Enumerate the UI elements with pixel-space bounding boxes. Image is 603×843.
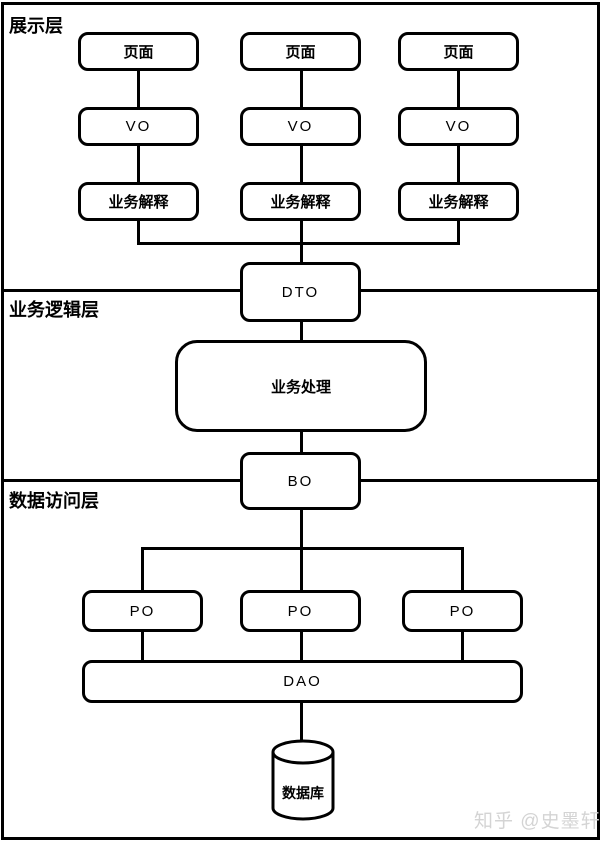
- connector-interpret-branch-1: [137, 220, 140, 245]
- connector-interpret-branch-3: [457, 220, 460, 245]
- node-vo-2: VO: [240, 107, 361, 146]
- node-page-1: 页面: [78, 32, 199, 71]
- layer-label-data-access: 数据访问层: [9, 491, 99, 511]
- node-po-1: PO: [82, 590, 203, 632]
- connector-dto-business: [300, 322, 303, 340]
- node-dao: DAO: [82, 660, 523, 703]
- node-bo: BO: [240, 452, 361, 510]
- connector-business-bo: [300, 432, 303, 452]
- branch-bus-bottom: [141, 547, 464, 550]
- layer-label-business: 业务逻辑层: [9, 300, 99, 320]
- watermark-text: 知乎 @史墨轩: [474, 811, 601, 832]
- node-vo-1: VO: [78, 107, 199, 146]
- node-vo-3: VO: [398, 107, 519, 146]
- connector-bo-po-2: [300, 510, 303, 590]
- branch-bus-top: [137, 242, 460, 245]
- node-interpret-2: 业务解释: [240, 182, 361, 221]
- node-page-2: 页面: [240, 32, 361, 71]
- node-interpret-1: 业务解释: [78, 182, 199, 221]
- database-cylinder-icon: [271, 739, 335, 821]
- database-label: 数据库: [282, 785, 324, 801]
- connector-page-vo-2: [300, 70, 303, 108]
- connector-vo-interpret-3: [457, 145, 460, 183]
- connector-po2-dao: [300, 632, 303, 660]
- node-po-3: PO: [402, 590, 523, 632]
- connector-branch-po-1: [141, 547, 144, 590]
- connector-dao-database: [300, 703, 303, 743]
- node-page-3: 页面: [398, 32, 519, 71]
- node-po-2: PO: [240, 590, 361, 632]
- node-business-processing: 业务处理: [175, 340, 427, 432]
- connector-vo-interpret-2: [300, 145, 303, 183]
- node-interpret-3: 业务解释: [398, 182, 519, 221]
- connector-page-vo-1: [137, 70, 140, 108]
- connector-po3-dao: [461, 632, 464, 660]
- connector-po1-dao: [141, 632, 144, 660]
- connector-interpret-dto: [300, 220, 303, 262]
- node-dto: DTO: [240, 262, 361, 322]
- connector-page-vo-3: [457, 70, 460, 108]
- layer-label-presentation: 展示层: [9, 16, 63, 36]
- connector-branch-po-3: [461, 547, 464, 590]
- connector-vo-interpret-1: [137, 145, 140, 183]
